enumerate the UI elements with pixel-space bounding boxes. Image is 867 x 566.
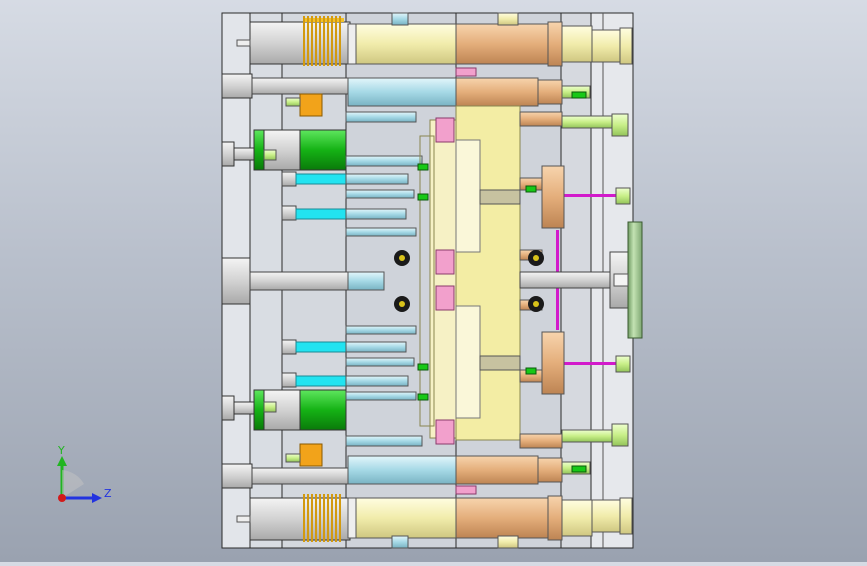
y-axis-label: Y <box>57 444 65 457</box>
cooling-fittings[interactable] <box>394 250 544 312</box>
ejector-pins[interactable] <box>281 111 423 447</box>
ejector-bushing-bottom[interactable] <box>221 389 347 431</box>
coordinate-triad: Y Z <box>57 444 112 503</box>
sprue-bushing[interactable] <box>519 221 643 339</box>
green-screws[interactable] <box>417 91 587 473</box>
guide-pin-assembly-top[interactable] <box>236 16 633 67</box>
spring-top[interactable] <box>303 16 341 66</box>
stop-block-top[interactable] <box>299 93 323 117</box>
top-post-2[interactable] <box>497 12 519 26</box>
stop-block-bottom[interactable] <box>299 443 323 467</box>
guide-pin-assembly-bottom[interactable] <box>236 494 633 542</box>
bottom-post-2[interactable] <box>497 535 519 549</box>
side-pins-right[interactable] <box>519 111 631 449</box>
pink-slide-blocks[interactable] <box>435 67 477 495</box>
ejector-bushing-top[interactable] <box>221 129 347 171</box>
core-inserts[interactable] <box>419 105 521 441</box>
bottom-post[interactable] <box>391 535 409 549</box>
top-post[interactable] <box>391 12 409 26</box>
spring-bottom[interactable] <box>303 494 341 542</box>
z-axis-label: Z <box>104 487 112 500</box>
